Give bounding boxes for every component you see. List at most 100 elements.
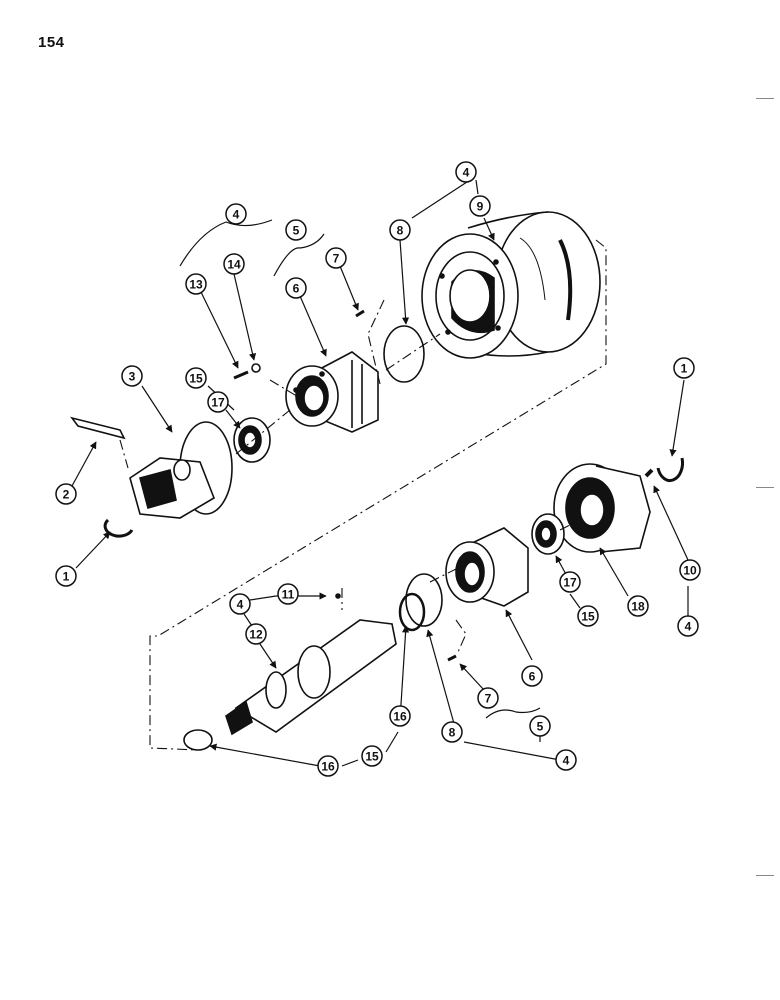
callout-layer: 1123444445566778891011121314151515161617… (55, 161, 701, 777)
callout-circle (529, 715, 551, 737)
callout-number: 8 (449, 726, 456, 740)
bearing-part (233, 417, 271, 463)
callout-circle (229, 593, 251, 615)
callout-6: 6 (285, 277, 307, 299)
callout-circle (55, 483, 77, 505)
callout-circle (521, 665, 543, 687)
callout-circle (325, 247, 347, 269)
callout-circle (677, 615, 699, 637)
callout-number: 1 (681, 362, 688, 376)
plug-part (644, 468, 654, 478)
callout-16: 16 (317, 755, 339, 777)
callout-number: 15 (365, 750, 379, 764)
callout-7: 7 (325, 247, 347, 269)
callout-18: 18 (627, 595, 649, 617)
callout-8: 8 (389, 219, 411, 241)
callout-number: 7 (333, 252, 340, 266)
callout-1: 1 (55, 565, 77, 587)
callout-number: 4 (685, 620, 692, 634)
callout-number: 5 (293, 224, 300, 238)
callout-circle (285, 219, 307, 241)
callout-5: 5 (285, 219, 307, 241)
callout-circle (245, 623, 267, 645)
callout-number: 18 (631, 600, 645, 614)
callout-10: 10 (679, 559, 701, 581)
callout-4: 4 (229, 593, 251, 615)
callout-circle (389, 705, 411, 727)
callout-number: 1 (63, 570, 70, 584)
bearing-part (531, 513, 565, 555)
callout-number: 17 (211, 396, 225, 410)
callout-circle (627, 595, 649, 617)
callout-number: 10 (683, 564, 697, 578)
callout-8: 8 (441, 721, 463, 743)
margin-mark (756, 98, 774, 99)
callout-15: 15 (361, 745, 383, 767)
callout-number: 6 (529, 670, 536, 684)
callout-16: 16 (389, 705, 411, 727)
callout-number: 13 (189, 278, 203, 292)
end-cap-part (129, 421, 233, 519)
callout-circle (441, 721, 463, 743)
callout-number: 12 (249, 628, 263, 642)
leader-lines (71, 179, 689, 767)
callout-circle (389, 219, 411, 241)
callout-circle (555, 749, 577, 771)
callout-15: 15 (577, 605, 599, 627)
callout-circle (469, 195, 491, 217)
callout-4: 4 (555, 749, 577, 771)
shaft-part (225, 593, 397, 736)
collar-part (285, 351, 379, 433)
callout-number: 4 (463, 166, 470, 180)
o-ring-part (183, 729, 213, 751)
screw-part (233, 370, 249, 380)
callout-17: 17 (207, 391, 229, 413)
callout-number: 4 (237, 598, 244, 612)
callout-circle (185, 273, 207, 295)
callout-6: 6 (521, 665, 543, 687)
callout-circle (559, 571, 581, 593)
lock-plate-part (70, 416, 126, 440)
callout-circle (223, 253, 245, 275)
callout-14: 14 (223, 253, 245, 275)
callout-number: 17 (563, 576, 577, 590)
callout-number: 11 (282, 588, 295, 602)
callout-17: 17 (559, 571, 581, 593)
callout-circle (679, 559, 701, 581)
callout-number: 15 (581, 610, 595, 624)
snap-ring-part (656, 457, 684, 482)
callout-number: 2 (63, 488, 70, 502)
callout-4: 4 (677, 615, 699, 637)
callout-circle (577, 605, 599, 627)
callout-3: 3 (121, 365, 143, 387)
callout-circle (121, 365, 143, 387)
o-ring-part (383, 325, 425, 383)
margin-mark (756, 487, 774, 488)
callout-15: 15 (185, 367, 207, 389)
track-roller-part (421, 211, 601, 359)
callout-number: 9 (477, 200, 484, 214)
collar-part (445, 527, 529, 607)
callout-5: 5 (529, 715, 551, 737)
callout-7: 7 (477, 687, 499, 709)
callout-4: 4 (225, 203, 247, 225)
callout-circle (55, 565, 77, 587)
callout-circle (285, 277, 307, 299)
callout-circle (455, 161, 477, 183)
assembly-centerlines (119, 239, 607, 751)
callout-circle (361, 745, 383, 767)
callout-circle (225, 203, 247, 225)
callout-number: 14 (227, 258, 241, 272)
callout-number: 3 (129, 370, 136, 384)
callout-4: 4 (455, 161, 477, 183)
o-ring-part (405, 573, 443, 627)
callout-circle (207, 391, 229, 413)
callout-number: 8 (397, 224, 404, 238)
callout-1: 1 (673, 357, 695, 379)
callout-number: 15 (189, 372, 203, 386)
callout-circle (317, 755, 339, 777)
callout-number: 7 (485, 692, 492, 706)
snap-ring-part (103, 518, 134, 538)
callout-number: 6 (293, 282, 300, 296)
